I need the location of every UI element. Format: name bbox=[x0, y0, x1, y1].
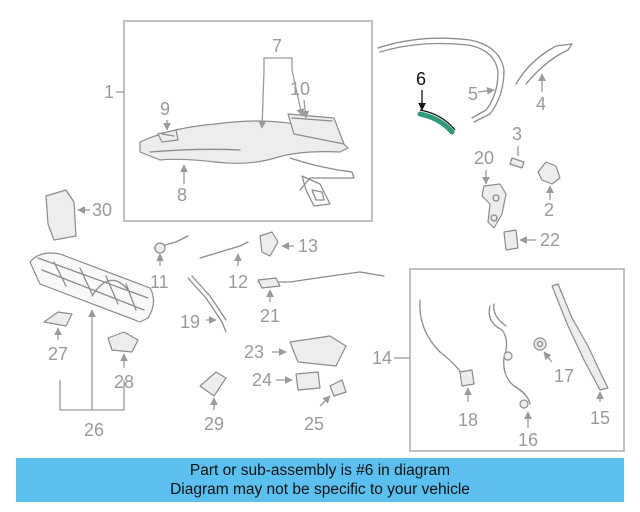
callout-21: 21 bbox=[260, 306, 280, 326]
info-banner: Part or sub-assembly is #6 in diagram Di… bbox=[16, 458, 624, 502]
leader-5 bbox=[477, 87, 495, 95]
callout-12: 12 bbox=[228, 272, 248, 292]
leader-25 bbox=[319, 395, 331, 407]
banner-line-2: Diagram may not be specific to your vehi… bbox=[170, 481, 470, 498]
callout-3: 3 bbox=[512, 124, 522, 144]
banner-line-1: Part or sub-assembly is #6 in diagram bbox=[189, 462, 451, 479]
callout-4: 4 bbox=[536, 94, 546, 114]
strip-part-19 bbox=[187, 277, 227, 333]
screw-part-25 bbox=[329, 379, 347, 397]
callout-13: 13 bbox=[298, 236, 318, 256]
callout-26: 26 bbox=[84, 420, 104, 440]
bracket-part-2 bbox=[537, 161, 561, 185]
screw-part-3 bbox=[509, 157, 525, 169]
rod-part-12 bbox=[199, 241, 249, 259]
callout-5: 5 bbox=[468, 84, 478, 104]
wind-deflector-part-26 bbox=[29, 252, 155, 323]
callout-14: 14 bbox=[372, 348, 392, 368]
callout-9: 9 bbox=[160, 99, 170, 119]
callout-27: 27 bbox=[48, 344, 68, 364]
callout-22: 22 bbox=[540, 230, 560, 250]
leader-10 bbox=[301, 99, 310, 119]
callout-16: 16 bbox=[518, 430, 538, 450]
callout-1: 1 bbox=[104, 82, 114, 102]
grommet-part-17 bbox=[533, 337, 547, 351]
callout-18: 18 bbox=[458, 410, 478, 430]
callout-28: 28 bbox=[114, 372, 134, 392]
handle-part-29 bbox=[199, 371, 227, 397]
mount-part-28 bbox=[107, 331, 139, 353]
callout-6: 6 bbox=[416, 69, 426, 89]
callout-11: 11 bbox=[150, 272, 169, 292]
rear-window-part bbox=[287, 113, 345, 145]
callout-10: 10 bbox=[290, 79, 310, 99]
callout-17: 17 bbox=[554, 366, 574, 386]
panel-part-23 bbox=[289, 335, 347, 367]
callout-29: 29 bbox=[204, 414, 224, 434]
seal-part-4 bbox=[515, 43, 573, 85]
callout-19: 19 bbox=[180, 312, 200, 332]
callout-20: 20 bbox=[474, 148, 494, 168]
weatherstrip-part-5 bbox=[377, 37, 505, 123]
clip-part-24 bbox=[295, 371, 321, 391]
callout-15: 15 bbox=[590, 408, 610, 428]
cable-part-18 bbox=[419, 299, 467, 381]
callout-2: 2 bbox=[544, 200, 554, 220]
assembly-box-14 bbox=[409, 268, 625, 452]
bracket-part-13 bbox=[259, 231, 279, 257]
seal-part-15 bbox=[551, 283, 609, 391]
cushion-part-30 bbox=[45, 189, 77, 241]
callout-7: 7 bbox=[272, 36, 282, 56]
assembly-box-1 bbox=[123, 20, 373, 222]
callout-25: 25 bbox=[304, 414, 324, 434]
callout-23: 23 bbox=[244, 342, 264, 362]
leader-26-bracket bbox=[59, 380, 125, 411]
leader-7b bbox=[291, 69, 305, 117]
clip-part-22 bbox=[503, 229, 519, 251]
latch-part-20 bbox=[481, 183, 507, 229]
callout-24: 24 bbox=[252, 370, 272, 390]
leader-7 bbox=[263, 57, 293, 70]
leader-17 bbox=[543, 351, 553, 363]
latch-part-9 bbox=[157, 129, 179, 143]
leader-7a bbox=[258, 69, 267, 129]
callout-8: 8 bbox=[177, 185, 187, 205]
highlighted-part-6 bbox=[417, 111, 455, 135]
cable-part-21 bbox=[257, 271, 385, 283]
mount-part-27 bbox=[43, 311, 73, 327]
callout-30: 30 bbox=[92, 200, 112, 220]
